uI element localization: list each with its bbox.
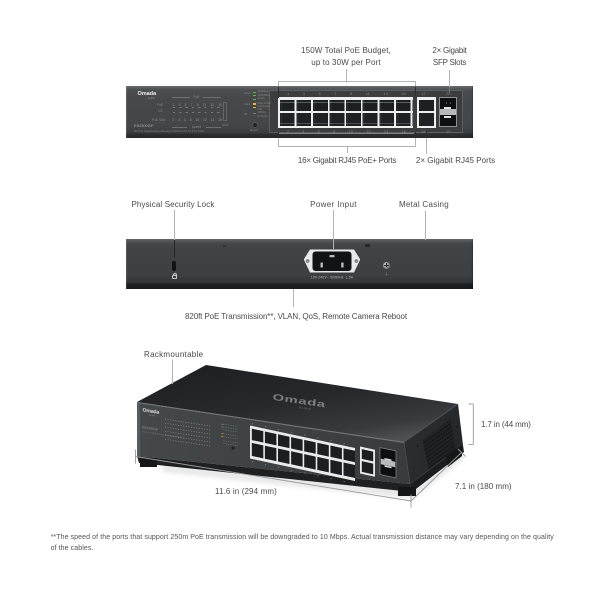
svg-text:tp-link: tp-link xyxy=(299,406,312,411)
svg-text:ES2300GP: ES2300GP xyxy=(142,425,158,431)
svg-text:Omada: Omada xyxy=(143,407,160,416)
svg-text:tp-link: tp-link xyxy=(149,414,156,418)
svg-text:100-240V~ 50/60Hz 1.5A: 100-240V~ 50/60Hz 1.5A xyxy=(311,276,354,280)
svg-text:20-Port Gigabit Easy Managed S: 20-Port Gigabit Easy Managed Switch xyxy=(142,430,183,439)
